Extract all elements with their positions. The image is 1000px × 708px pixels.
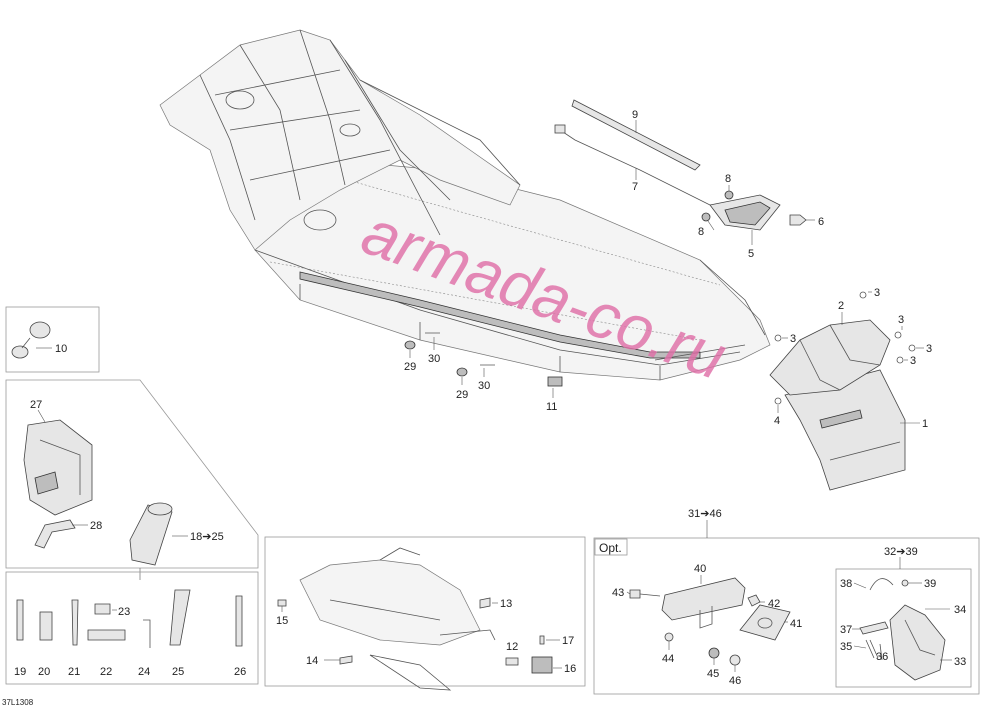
callout-3: 3 bbox=[910, 355, 916, 367]
callout-34: 34 bbox=[954, 604, 966, 616]
callout-10: 10 bbox=[55, 343, 67, 355]
hitch-parts bbox=[626, 575, 791, 672]
callout-36: 36 bbox=[876, 651, 888, 663]
panel-toolbag bbox=[5, 379, 259, 569]
callout-29: 29 bbox=[456, 389, 468, 401]
rivets-and-plugs bbox=[404, 332, 563, 398]
group-label-31-46: 31➔46 bbox=[688, 508, 722, 520]
callout-8: 8 bbox=[698, 226, 704, 238]
callout-3: 3 bbox=[926, 343, 932, 355]
callout-3: 3 bbox=[898, 314, 904, 326]
panel-decals bbox=[264, 536, 586, 687]
callout-1: 1 bbox=[922, 418, 928, 430]
screw-6 bbox=[789, 214, 807, 226]
callout-2: 2 bbox=[838, 300, 844, 312]
callout-28: 28 bbox=[90, 520, 102, 532]
callout-37: 37 bbox=[840, 624, 852, 636]
callout-4: 4 bbox=[774, 415, 780, 427]
callout-14: 14 bbox=[306, 655, 318, 667]
snowmobile-outline bbox=[299, 547, 496, 691]
callout-7: 7 bbox=[632, 181, 638, 193]
callout-38: 38 bbox=[840, 578, 852, 590]
panel-hitch-pin bbox=[835, 568, 972, 688]
callout-41: 41 bbox=[790, 618, 802, 630]
reference-code: 37L1308 bbox=[2, 698, 34, 707]
group-label-32-39: 32➔39 bbox=[884, 546, 918, 558]
tools bbox=[16, 589, 243, 648]
callout-43: 43 bbox=[612, 587, 624, 599]
callout-5: 5 bbox=[748, 248, 754, 260]
callout-9: 9 bbox=[632, 109, 638, 121]
tool-tube bbox=[129, 502, 173, 566]
callout-35: 35 bbox=[840, 641, 852, 653]
callout-6: 6 bbox=[818, 216, 824, 228]
option-label: Opt. bbox=[599, 541, 622, 555]
decals bbox=[277, 597, 562, 674]
callout-26: 26 bbox=[234, 666, 246, 678]
flap-fasteners bbox=[774, 291, 916, 405]
panel-tools bbox=[5, 571, 259, 685]
callout-15: 15 bbox=[276, 615, 288, 627]
panel-optional-hitch bbox=[593, 537, 980, 695]
callout-27: 27 bbox=[30, 399, 42, 411]
grommet-8a bbox=[724, 190, 734, 200]
callout-21: 21 bbox=[68, 666, 80, 678]
grommet-8b bbox=[701, 212, 711, 222]
group-label-18-25: 18➔25 bbox=[190, 531, 224, 543]
callout-17: 17 bbox=[562, 635, 574, 647]
tail-light bbox=[709, 194, 781, 231]
callout-13: 13 bbox=[500, 598, 512, 610]
flap-leaders bbox=[777, 291, 924, 424]
callout-20: 20 bbox=[38, 666, 50, 678]
callout-25: 25 bbox=[172, 666, 184, 678]
callout-3: 3 bbox=[874, 287, 880, 299]
snow-flap bbox=[769, 319, 906, 491]
opt-tag bbox=[594, 538, 628, 556]
mirror-part bbox=[11, 321, 52, 359]
callout-12: 12 bbox=[506, 641, 518, 653]
callout-22: 22 bbox=[100, 666, 112, 678]
callout-45: 45 bbox=[707, 668, 719, 680]
strap-28 bbox=[34, 519, 76, 549]
callout-44: 44 bbox=[662, 653, 674, 665]
callout-19: 19 bbox=[14, 666, 26, 678]
leader-lines bbox=[635, 120, 815, 245]
callout-46: 46 bbox=[729, 675, 741, 687]
chassis-frame bbox=[159, 29, 771, 381]
reflector-strip bbox=[571, 99, 701, 171]
callout-16: 16 bbox=[564, 663, 576, 675]
callout-3: 3 bbox=[790, 333, 796, 345]
callout-23: 23 bbox=[118, 606, 130, 618]
callout-11: 11 bbox=[546, 401, 557, 413]
callout-39: 39 bbox=[924, 578, 936, 590]
callout-33: 33 bbox=[954, 656, 966, 668]
callout-40: 40 bbox=[694, 563, 706, 575]
callout-24: 24 bbox=[138, 666, 150, 678]
light-harness bbox=[554, 124, 721, 211]
callout-8: 8 bbox=[725, 173, 731, 185]
callout-42: 42 bbox=[768, 598, 780, 610]
hitch-pin-parts bbox=[852, 578, 952, 681]
callout-30: 30 bbox=[478, 380, 490, 392]
callout-29: 29 bbox=[404, 361, 416, 373]
tool-pouch bbox=[23, 419, 93, 516]
panel-mirror bbox=[5, 306, 100, 373]
callout-30: 30 bbox=[428, 353, 440, 365]
